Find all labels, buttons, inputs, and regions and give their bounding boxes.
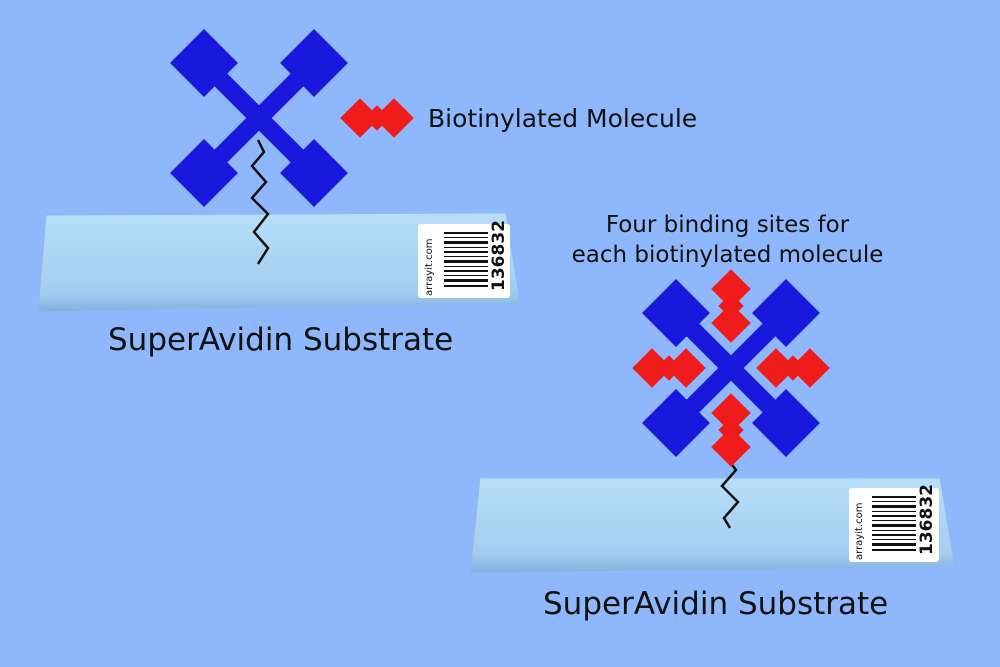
barcode-icon — [872, 496, 916, 551]
binding-sites-line-2: each biotinylated molecule — [571, 242, 884, 268]
barcode-brand-right: arrayit.com — [854, 502, 865, 560]
binding-sites-line-1: Four binding sites for — [605, 212, 850, 238]
avidin-left — [170, 29, 348, 207]
barcode-icon — [444, 232, 488, 287]
barcode-number-right: 136832 — [917, 484, 937, 555]
substrate-label-right: SuperAvidin Substrate — [543, 586, 889, 622]
biotin-free — [340, 98, 414, 138]
binding-sites-caption: Four binding sites for each biotinylated… — [560, 210, 895, 270]
biotin-bound-top — [711, 269, 751, 343]
avidin-right-complex — [632, 269, 830, 467]
biotin-bound-right — [756, 348, 830, 388]
biotinylated-molecule-label: Biotinylated Molecule — [428, 104, 698, 133]
linker-left — [250, 139, 270, 265]
biotin-bound-bottom — [711, 393, 751, 467]
barcode-number-left: 136832 — [489, 220, 509, 291]
slide-right — [469, 439, 956, 574]
barcode-brand-left: arrayit.com — [424, 238, 435, 296]
slide-left — [37, 139, 521, 313]
biotin-bound-left — [632, 348, 706, 388]
substrate-label-left: SuperAvidin Substrate — [108, 322, 454, 358]
